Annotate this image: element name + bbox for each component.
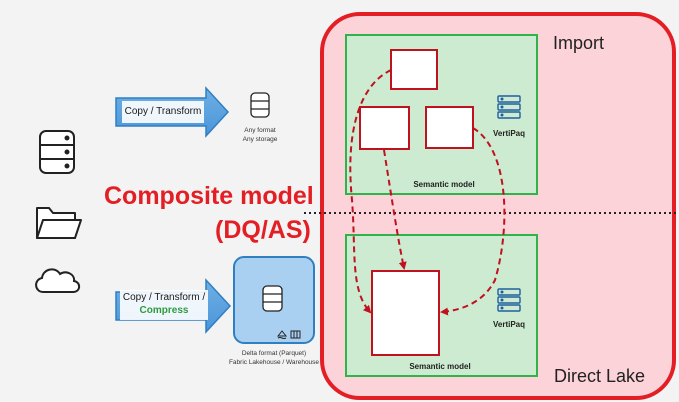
- database-icon: [262, 285, 283, 312]
- dashed-arrow-2: [383, 149, 407, 270]
- bottom-storage-line2: Fabric Lakehouse / Warehouse: [228, 359, 320, 366]
- bottom-arrow-label-2: Compress: [139, 305, 189, 316]
- table-box-3: [425, 106, 474, 149]
- vertipaq-label-bottom: VertiPaq: [493, 320, 526, 329]
- vertipaq-label-top: VertiPaq: [493, 129, 526, 138]
- directlake-semantic-label: Semantic model: [409, 362, 471, 371]
- table-box-1: [390, 49, 438, 90]
- cloud-icon: [35, 268, 81, 293]
- composite-title-line2: (DQ/AS): [215, 216, 311, 244]
- table-box-2: [359, 106, 410, 150]
- folder-icon: [36, 207, 82, 239]
- server-icon: [497, 288, 521, 312]
- import-semantic-label: Semantic model: [413, 180, 475, 189]
- direct-lake-title: Direct Lake: [554, 366, 646, 386]
- warehouse-icon: [290, 330, 301, 339]
- composite-title-line1: Composite model: [104, 182, 314, 210]
- lakehouse-icon: [276, 330, 288, 339]
- top-storage-line2: Any storage: [242, 136, 278, 143]
- table-box-big: [371, 270, 440, 356]
- database-icon: [39, 130, 75, 174]
- bottom-storage-line1: Delta format (Parquet): [241, 350, 307, 357]
- bottom-arrow-label-1: Copy / Transform /: [122, 292, 206, 303]
- database-icon: [250, 92, 270, 118]
- dashed-arrow-3: [440, 127, 506, 316]
- top-storage-line1: Any format: [244, 127, 276, 134]
- server-icon: [497, 95, 521, 119]
- import-title: Import: [553, 33, 605, 53]
- dashed-arrow-1: [349, 69, 392, 314]
- top-arrow-label: Copy / Transform: [124, 106, 202, 117]
